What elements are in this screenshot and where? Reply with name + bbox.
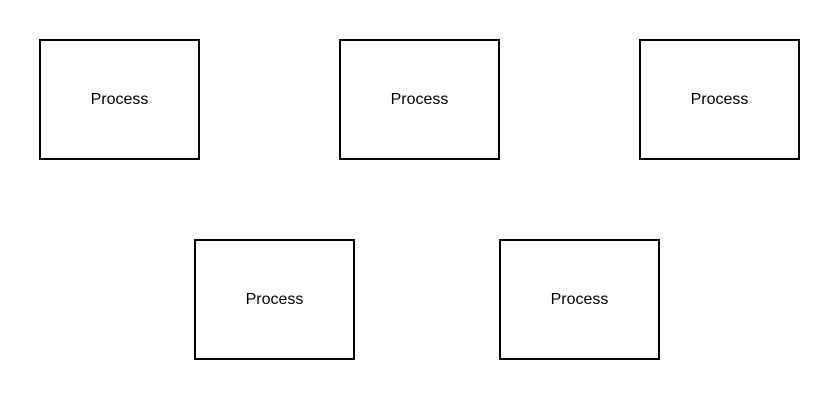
process-node-1[interactable]: Process — [39, 39, 200, 160]
process-node-4[interactable]: Process — [194, 239, 355, 360]
process-node-label: Process — [690, 90, 749, 108]
process-node-3[interactable]: Process — [639, 39, 800, 160]
process-node-label: Process — [390, 90, 449, 108]
process-node-label: Process — [90, 90, 149, 108]
process-node-label: Process — [245, 290, 304, 308]
process-node-5[interactable]: Process — [499, 239, 660, 360]
process-node-2[interactable]: Process — [339, 39, 500, 160]
process-node-label: Process — [550, 290, 609, 308]
